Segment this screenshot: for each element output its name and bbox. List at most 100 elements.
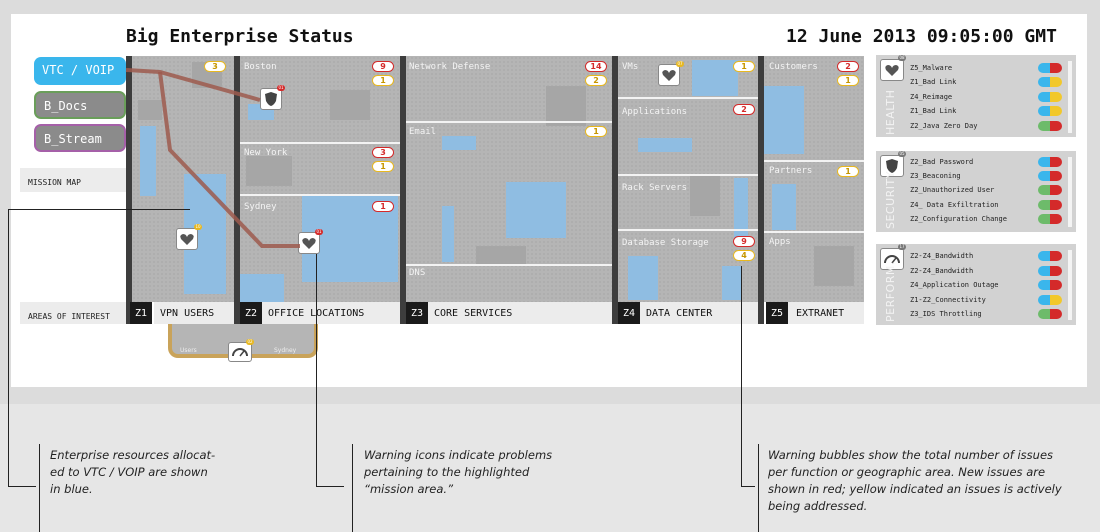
security-issue-2[interactable]: Z3_Beaconing (910, 172, 961, 180)
performance-issue-4[interactable]: Z1-Z2_Connectivity (910, 296, 986, 304)
z4-db-yellow-count[interactable]: 4 (733, 250, 755, 261)
health-panel[interactable]: 08 HEALTH Z5_Malware Z1_Bad Link Z4_Reim… (876, 55, 1076, 137)
z5-customers-yellow-count[interactable]: 1 (837, 75, 859, 86)
zone-core-services[interactable] (406, 56, 612, 302)
performance-issue-5[interactable]: Z3_IDS Throttling (910, 310, 982, 318)
performance-status-5 (1038, 309, 1062, 319)
vpn-link-badge: 02 (246, 339, 254, 345)
z2-sydney-label[interactable]: Sydney (244, 202, 277, 212)
health-issue-4[interactable]: Z1_Bad Link (910, 107, 957, 115)
zone-number-z4: Z4 (618, 302, 640, 324)
z5-partners-label[interactable]: Partners (769, 166, 813, 176)
callout-2-leader-bottom (316, 486, 344, 487)
z1-count-yellow[interactable]: 3 (204, 61, 226, 72)
performance-issue-1[interactable]: Z2-Z4_Bandwidth (910, 252, 974, 260)
callout-warning-bubbles: Warning bubbles show the total number of… (768, 448, 1062, 513)
z3-divider-2 (406, 264, 612, 266)
z2-newyork-yellow-count[interactable]: 1 (372, 161, 394, 172)
callout-2-leader-v (316, 254, 317, 487)
health-issue-3[interactable]: Z4_Reimage (910, 93, 953, 101)
z3-network-yellow-count[interactable]: 2 (585, 75, 607, 86)
mission-button-b-stream[interactable]: B_Stream (34, 124, 126, 152)
vpn-link-gauge-icon[interactable] (228, 342, 252, 362)
z4-vms-label[interactable]: VMs (622, 62, 639, 72)
performance-issue-3[interactable]: Z4_Application Outage (910, 281, 999, 289)
z2-divider-1 (240, 142, 400, 144)
z4-vms-heart-icon[interactable] (658, 64, 680, 86)
z2-newyork-label[interactable]: New York (244, 148, 288, 158)
zone-name-z4: DATA CENTER (640, 302, 758, 324)
mission-button-b-docs[interactable]: B_Docs (34, 91, 126, 119)
health-status-1 (1038, 63, 1062, 73)
z3-network-defense-label[interactable]: Network Defense (409, 62, 491, 72)
z3-network-red-count[interactable]: 14 (585, 61, 607, 72)
security-issue-1[interactable]: Z2_Bad Password (910, 158, 974, 166)
performance-gauge-icon[interactable] (880, 248, 904, 270)
security-scrollbar[interactable] (1068, 157, 1072, 227)
z2-boston-label[interactable]: Boston (244, 62, 277, 72)
security-status-3 (1038, 185, 1062, 195)
z2-sydney-icon-badge: 01 (315, 229, 323, 235)
security-status-2 (1038, 171, 1062, 181)
health-badge: 08 (898, 55, 906, 61)
zone-name-z2: OFFICE LOCATIONS (262, 302, 400, 324)
health-heart-icon[interactable] (880, 59, 904, 81)
z2-boston-red-count[interactable]: 9 (372, 61, 394, 72)
callout-3-leader-v (741, 266, 742, 487)
zone-vpn-users[interactable] (132, 56, 234, 302)
zone-number-z3: Z3 (406, 302, 428, 324)
z4-divider-2 (618, 174, 758, 176)
mission-button-vtc-voip[interactable]: VTC / VOIP (34, 57, 126, 85)
callout-2-rule (352, 444, 353, 532)
zone-extranet[interactable] (764, 56, 864, 302)
z1-warning-heart-icon[interactable] (176, 228, 198, 250)
security-panel[interactable]: 05 SECURITY Z2_Bad Password Z3_Beaconing… (876, 151, 1076, 232)
z5-customers-red-count[interactable]: 2 (837, 61, 859, 72)
performance-scrollbar[interactable] (1068, 250, 1072, 320)
z4-vms-yellow-count[interactable]: 1 (733, 61, 755, 72)
health-scrollbar[interactable] (1068, 61, 1072, 133)
callout-1-leader-top (8, 209, 190, 210)
z4-vms-icon-badge: 07 (676, 61, 684, 67)
vpn-link-left-label: Users (180, 347, 197, 354)
z2-sydney-red-count[interactable]: 1 (372, 201, 394, 212)
z4-database-storage-label[interactable]: Database Storage (622, 238, 709, 248)
security-issue-5[interactable]: Z2_Configuration Change (910, 215, 1007, 223)
callout-3-rule (758, 444, 759, 532)
performance-issue-2[interactable]: Z2-Z4_Bandwidth (910, 267, 974, 275)
performance-panel[interactable]: 17 PERFORM. Z2-Z4_Bandwidth Z2-Z4_Bandwi… (876, 244, 1076, 325)
z5-apps-label[interactable]: Apps (769, 237, 791, 247)
callout-1-leader-v (8, 209, 9, 487)
performance-status-3 (1038, 280, 1062, 290)
z4-divider-1 (618, 97, 758, 99)
z3-email-yellow-count[interactable]: 1 (585, 126, 607, 137)
health-issue-2[interactable]: Z1_Bad Link (910, 78, 957, 86)
z5-customers-label[interactable]: Customers (769, 62, 818, 72)
z2-boston-shield-icon[interactable] (260, 88, 282, 110)
health-issue-1[interactable]: Z5_Malware (910, 64, 953, 72)
callout-warning-icons: Warning icons indicate problems pertaini… (364, 448, 553, 496)
health-issue-5[interactable]: Z2_Java Zero Day (910, 122, 978, 130)
z4-applications-label[interactable]: Applications (622, 107, 688, 117)
health-panel-label: HEALTH (884, 89, 897, 135)
z3-dns-label[interactable]: DNS (409, 268, 426, 278)
z2-newyork-red-count[interactable]: 3 (372, 147, 394, 158)
mission-map-label: MISSION MAP (28, 178, 81, 187)
security-issue-4[interactable]: Z4_ Data Exfiltration (910, 201, 999, 209)
z4-rack-servers-label[interactable]: Rack Servers (622, 183, 688, 193)
page-title: Big Enterprise Status (126, 26, 354, 47)
zone-separator-4 (612, 56, 618, 324)
z2-boston-yellow-count[interactable]: 1 (372, 75, 394, 86)
z4-db-red-count[interactable]: 9 (733, 236, 755, 247)
callout-3-leader-bottom (741, 486, 755, 487)
vpn-link-right-label: Sydney (274, 347, 297, 354)
security-status-1 (1038, 157, 1062, 167)
z2-sydney-heart-icon[interactable] (298, 232, 320, 254)
security-issue-3[interactable]: Z2_Unauthorized User (910, 186, 995, 194)
z3-email-label[interactable]: Email (409, 127, 437, 137)
z5-partners-yellow-count[interactable]: 1 (837, 166, 859, 177)
z4-divider-3 (618, 229, 758, 231)
security-shield-icon[interactable] (880, 155, 904, 177)
z4-applications-red-count[interactable]: 2 (733, 104, 755, 115)
health-status-2 (1038, 77, 1062, 87)
